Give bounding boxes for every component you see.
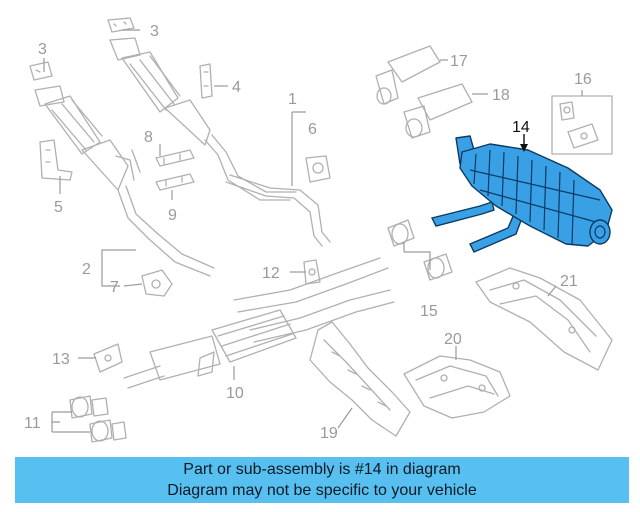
part-19-heat-shield bbox=[309, 321, 411, 437]
exhaust-parts-diagram: 3 3 4 1 8 6 5 9 2 7 12 10 13 11 14 15 16… bbox=[24, 17, 613, 443]
callout-20: 20 bbox=[444, 331, 462, 348]
callout-5: 5 bbox=[54, 199, 63, 216]
callout-15: 15 bbox=[420, 303, 438, 320]
callout-6: 6 bbox=[308, 121, 317, 138]
callout-14: 14 bbox=[512, 119, 530, 136]
part-17-exhaust-tip bbox=[375, 45, 441, 105]
callout-1: 1 bbox=[288, 91, 297, 108]
info-banner: Part or sub-assembly is #14 in diagram D… bbox=[15, 457, 629, 503]
callout-17: 17 bbox=[450, 53, 468, 70]
callout-2: 2 bbox=[82, 261, 91, 278]
callout-11: 11 bbox=[24, 415, 41, 432]
callout-16: 16 bbox=[574, 71, 592, 88]
part-4-bracket bbox=[199, 63, 213, 99]
part-9-hanger bbox=[155, 173, 195, 191]
part-12-bracket bbox=[93, 343, 123, 373]
callout-10: 10 bbox=[226, 385, 244, 402]
callout-19: 19 bbox=[320, 425, 338, 442]
part-1-front-pipe bbox=[225, 174, 331, 247]
callout-9: 9 bbox=[168, 207, 177, 224]
part-11-clamps bbox=[69, 395, 127, 443]
part-8-hanger bbox=[155, 149, 195, 167]
part-15-clamps bbox=[387, 219, 453, 281]
callout-13: 12 bbox=[262, 265, 280, 282]
part-21-heat-shield bbox=[475, 267, 613, 371]
callout-8: 8 bbox=[144, 129, 153, 146]
callout-12: 13 bbox=[52, 351, 70, 368]
callout-7: 7 bbox=[110, 279, 119, 296]
part-5-bracket bbox=[39, 139, 73, 181]
part-13-hanger bbox=[303, 259, 321, 285]
callout-18: 18 bbox=[492, 87, 510, 104]
part-18-exhaust-tip bbox=[403, 83, 473, 139]
callout-labels: 3 3 4 1 8 6 5 9 2 7 12 10 13 11 14 15 16… bbox=[24, 23, 592, 442]
part-16-hanger-kit bbox=[551, 95, 613, 155]
part-7-bracket bbox=[141, 269, 173, 297]
part-10-intermediate-pipe bbox=[123, 257, 395, 389]
part-14-rear-muffler bbox=[430, 135, 613, 253]
left-catalytic-converter bbox=[34, 85, 215, 277]
part-6-hanger bbox=[305, 155, 331, 183]
callout-3-left: 3 bbox=[38, 41, 47, 58]
part-14-arrowhead bbox=[520, 144, 528, 152]
part-3-upper-bracket bbox=[107, 17, 135, 33]
banner-line-2: Diagram may not be specific to your vehi… bbox=[167, 482, 477, 499]
callout-4: 4 bbox=[232, 79, 241, 96]
part-20-heat-shield bbox=[403, 355, 511, 419]
leader-lines bbox=[43, 29, 583, 433]
part-3-left-bracket bbox=[29, 61, 53, 81]
banner-line-1: Part or sub-assembly is #14 in diagram bbox=[183, 461, 461, 478]
upper-catalytic-converter bbox=[109, 37, 297, 201]
callout-21: 21 bbox=[560, 273, 578, 290]
callout-3-upper: 3 bbox=[150, 23, 159, 40]
